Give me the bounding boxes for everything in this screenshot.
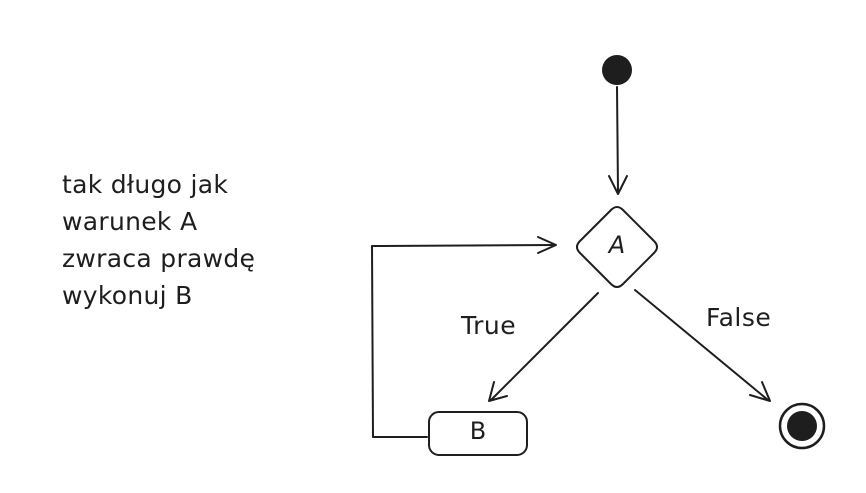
- loop-back-arrow: [371, 236, 557, 438]
- decision-node-a: [576, 206, 658, 288]
- note-line: wykonuj B: [62, 281, 193, 310]
- start-to-decision-arrow: [608, 86, 628, 195]
- true-arrow: [488, 292, 599, 402]
- note-line: warunek A: [62, 207, 198, 236]
- decision-node-label: A: [608, 231, 626, 259]
- action-node-label: B: [469, 417, 487, 445]
- note-line: zwraca prawdę: [62, 244, 256, 273]
- true-edge-label: True: [461, 311, 517, 340]
- note-line: tak długo jak: [62, 170, 229, 199]
- false-arrow: [634, 289, 771, 402]
- end-node: [778, 402, 826, 450]
- action-node-b: [428, 411, 528, 456]
- false-edge-label: False: [706, 303, 772, 332]
- description-note: tak długo jak warunek A zwraca prawdę wy…: [62, 166, 322, 314]
- start-node: [602, 55, 632, 85]
